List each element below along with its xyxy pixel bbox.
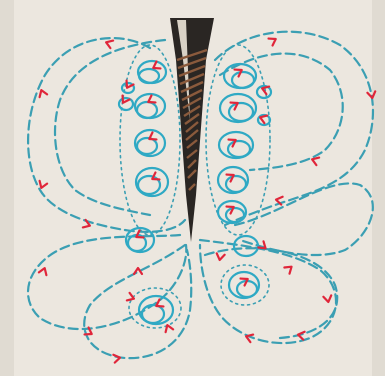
paper-shadow-left bbox=[0, 0, 14, 376]
paper-shadow-right bbox=[372, 0, 385, 376]
